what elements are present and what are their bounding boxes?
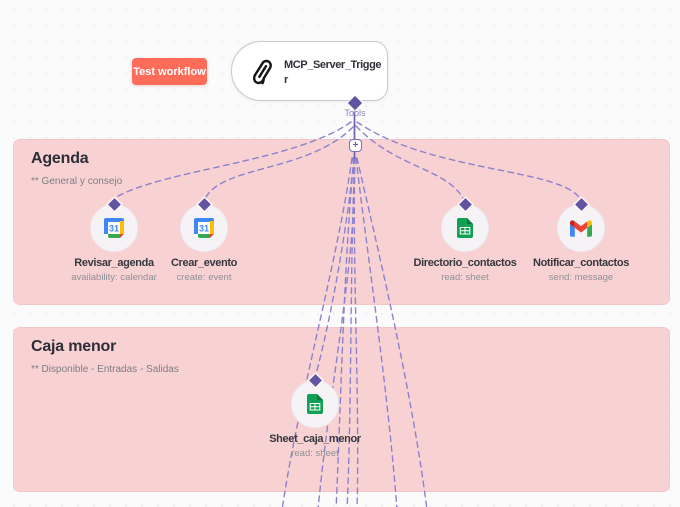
node-sublabel: read: sheet [441,272,489,283]
svg-text:31: 31 [199,224,209,234]
gmail-icon [570,220,592,237]
node-sublabel: create: event [176,272,232,283]
mcp-icon [252,59,272,85]
add-tool-button[interactable]: + [349,139,362,152]
node-label: Notificar_contactos [532,257,630,269]
trigger-node-title: MCP_Server_Trigger [284,59,382,86]
node-label: Sheet_caja_menor [269,433,361,445]
google-calendar-icon: 31 [104,218,124,238]
google-sheets-icon [307,394,323,414]
test-workflow-button[interactable]: Test workflow [132,58,207,85]
google-calendar-icon: 31 [194,218,214,238]
google-sheets-icon [457,218,473,238]
node-mcp-server-trigger[interactable]: MCP_Server_Trigger [231,41,388,101]
sticky-subtitle: ** General y consejo [31,176,123,187]
svg-text:31: 31 [109,224,119,234]
node-sublabel: read: sheet [291,448,339,459]
sticky-title: Caja menor [31,338,117,355]
sticky-note-caja-menor[interactable]: Caja menor ** Disponible - Entradas - Sa… [13,327,670,492]
node-sublabel: send: message [548,272,614,283]
node-label: Revisar_agenda [74,257,154,269]
tools-output-label: Tools [344,108,366,118]
sticky-title: Agenda [31,150,89,167]
node-label: Directorio_contactos [413,257,517,269]
node-sublabel: availability: calendar [71,272,157,283]
node-label: Crear_evento [170,257,238,269]
sticky-subtitle: ** Disponible - Entradas - Salidas [31,364,179,375]
